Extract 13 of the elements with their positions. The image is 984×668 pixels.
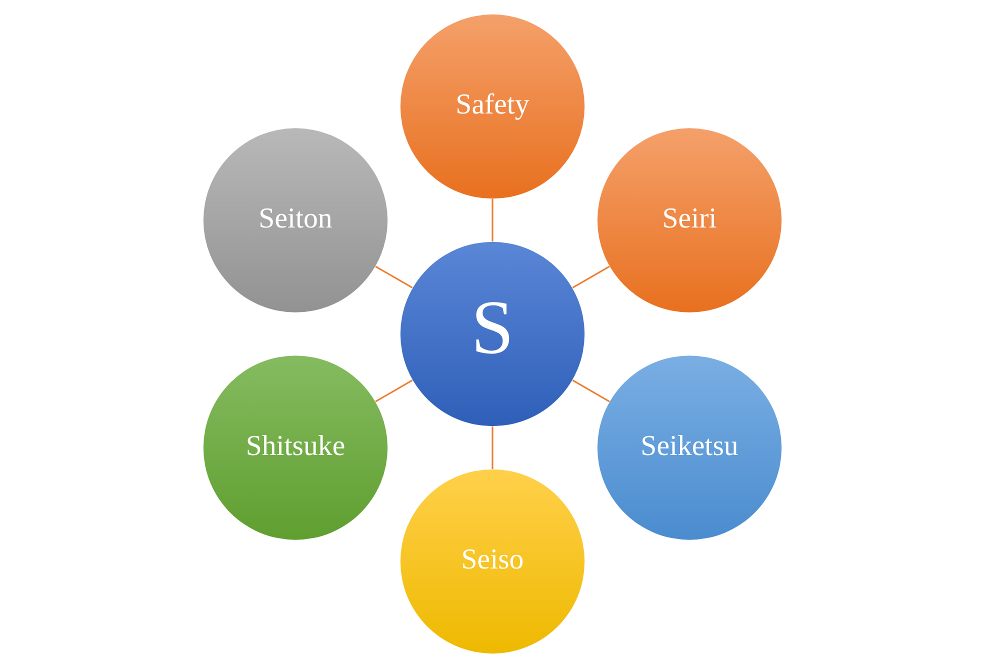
connector	[374, 266, 412, 288]
node-circle: Seiton	[202, 128, 388, 312]
node-circle: Seiri	[596, 128, 782, 312]
connector	[491, 426, 493, 470]
node-circle: Seiso	[400, 469, 584, 654]
connector	[374, 380, 412, 402]
connector	[572, 380, 610, 402]
node-circle: Safety	[400, 14, 584, 199]
connector	[572, 266, 610, 288]
node-circle: S	[400, 242, 584, 426]
node-circle: Shitsuke	[202, 356, 388, 540]
connector	[491, 198, 493, 242]
node-circle: Seiketsu	[596, 356, 782, 540]
